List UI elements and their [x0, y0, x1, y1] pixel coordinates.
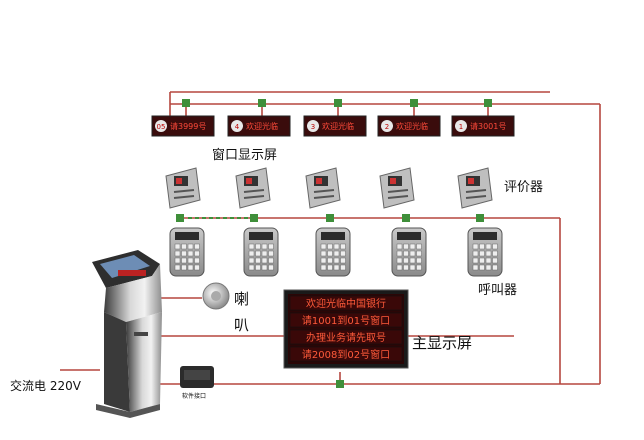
caller-keypad: [243, 227, 279, 277]
main-display-line: 请1001到01号窗口: [302, 314, 390, 327]
speaker-label-1: 喇: [234, 290, 249, 308]
window-display-number: 1: [459, 123, 463, 131]
caller-keypad: [467, 227, 503, 277]
window-display-number: 2: [385, 123, 389, 131]
evaluators: [165, 167, 493, 209]
main-display-line: 欢迎光临中国银行: [306, 297, 386, 310]
window-display: 1 请3001号: [451, 115, 515, 137]
caller-keypad: [169, 227, 205, 277]
evaluator-device: [379, 167, 415, 209]
evaluator-label: 评价器: [504, 180, 543, 195]
window-display-text: 请3001号: [470, 121, 506, 131]
caller-keypad: [315, 227, 351, 277]
window-display-text: 请3999号: [170, 121, 206, 131]
caller-keypad: [391, 227, 427, 277]
callers: [169, 227, 503, 277]
window-display-number: 4: [235, 123, 240, 131]
window-display: 2 欢迎光临: [377, 115, 441, 137]
window-display-label: 窗口显示屏: [212, 147, 277, 163]
window-display-text: 欢迎光临: [246, 121, 278, 131]
evaluator-device: [305, 167, 341, 209]
evaluator-device: [457, 167, 493, 209]
window-display-text: 欢迎光临: [396, 121, 428, 131]
window-display-text: 欢迎光临: [322, 121, 354, 131]
window-display: 05 请3999号: [151, 115, 215, 137]
software-port-label: 软件接口: [182, 392, 206, 400]
main-display-label: 主显示屏: [412, 334, 472, 352]
speaker-icon: [202, 282, 230, 310]
main-display-line: 办理业务请先取号: [306, 331, 386, 344]
window-display: 3 欢迎光临: [303, 115, 367, 137]
evaluator-device: [165, 167, 201, 209]
ac-power-label: 交流电 220V: [10, 378, 82, 393]
evaluator-device: [235, 167, 271, 209]
speaker-label-2: 叭: [234, 316, 249, 334]
caller-label: 呼叫器: [478, 283, 517, 298]
window-display: 4 欢迎光临: [227, 115, 291, 137]
window-display-number: 3: [311, 123, 315, 131]
main-display-line: 请2008到02号窗口: [302, 348, 390, 361]
ticket-kiosk: [92, 250, 162, 418]
window-displays: 05 请3999号 4 欢迎光临 3 欢迎光临 2 欢迎光临 1 请3001号: [151, 115, 515, 137]
software-port-device: [180, 366, 214, 388]
window-display-number: 05: [157, 123, 166, 131]
